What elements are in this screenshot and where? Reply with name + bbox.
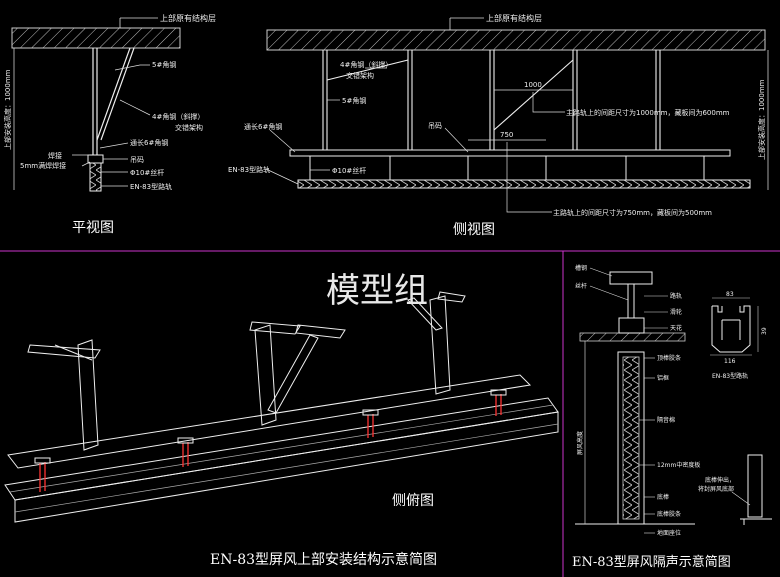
side-note-750: 主路轨上的间距尺寸为750mm，藏板间为500mm xyxy=(553,208,712,217)
profile-dim-83: 83 xyxy=(726,291,734,298)
iso-angle-bar xyxy=(7,374,532,469)
track-profile xyxy=(711,305,751,353)
section-label-height: 屏风高度 xyxy=(576,431,584,455)
side-label-steel-5: 5#角钢 xyxy=(342,96,366,105)
plan-track xyxy=(89,162,102,192)
side-leader-1000 xyxy=(532,92,565,113)
iso-track-groove-1 xyxy=(9,404,554,493)
plan-height-label: 上部安装高度：1000mm xyxy=(3,69,12,150)
section-label-cotton: 隔音棉 xyxy=(657,416,675,424)
section-note-leader xyxy=(731,491,751,506)
plan-hanger xyxy=(87,154,104,164)
side-note-1000: 主路轨上的间距尺寸为1000mm，藏板间为600mm xyxy=(566,108,730,117)
iso-watermark: 模型组 xyxy=(326,271,428,311)
section-label-rod: 丝杆 xyxy=(575,282,587,290)
side-view: 上部原有结构层 上部安装高度：1000mm 1000 xyxy=(228,13,769,238)
iso-track-groove-2 xyxy=(14,423,559,513)
side-leader-750 xyxy=(506,142,552,213)
side-ceiling-slab xyxy=(266,29,766,51)
side-dim-750: 750 xyxy=(500,131,513,139)
side-height-label: 上部安装高度：1000mm xyxy=(757,79,766,160)
section-label-cap: 天花 xyxy=(670,324,682,332)
plan-leader-5 xyxy=(114,64,150,71)
side-posts xyxy=(322,50,661,150)
side-label-track: EN-83型路轨 xyxy=(228,165,270,174)
plan-top-label: 上部原有结构层 xyxy=(160,13,216,23)
plan-view-title: 平视图 xyxy=(72,220,114,236)
iso-view-title: 侧俯图 xyxy=(392,493,434,509)
side-label-hanger: 吊码 xyxy=(428,122,442,130)
section-bottom-detail xyxy=(740,454,772,525)
section-label-frame: 铝框 xyxy=(657,374,669,382)
side-top-label: 上部原有结构层 xyxy=(486,13,542,23)
iso-view: 模型组 侧俯图 EN-83型屏风上部安装结构示意简图 xyxy=(4,271,559,568)
iso-caption: EN-83型屏风上部安装结构示意简图 xyxy=(210,551,437,568)
side-label-steel-6: 通长6#角钢 xyxy=(244,122,282,131)
section-right-leaders xyxy=(639,295,668,534)
side-leader-track xyxy=(265,168,299,185)
plan-leader-4 xyxy=(119,99,151,116)
section-label-steel: 槽钢 xyxy=(575,264,587,272)
plan-view: 上部原有结构层 上部安装高度：1000mm 5#角钢 4#角钢（斜撑） 交错架构… xyxy=(3,13,216,236)
side-label-steel-4b: 交错架构 xyxy=(346,71,374,80)
plan-label-steel-4b: 交错架构 xyxy=(175,123,203,132)
iso-posts xyxy=(27,291,466,451)
side-track xyxy=(297,179,751,189)
section-leader-steel xyxy=(589,267,613,277)
side-dim-1000: 1000 xyxy=(524,81,542,89)
section-track xyxy=(618,317,645,334)
plan-label-steel-4a: 4#角钢（斜撑） xyxy=(152,112,204,121)
profile-dim-39: 39 xyxy=(761,327,768,335)
side-label-steel-4a: 4#角钢（斜撑） xyxy=(340,60,392,69)
plan-label-hanger: 吊码 xyxy=(130,156,144,164)
side-leader-6 xyxy=(269,129,296,153)
side-main-angle xyxy=(289,149,731,157)
iso-red-hangers xyxy=(39,394,502,492)
section-label-track: 路轨 xyxy=(670,292,682,300)
plan-label-steel-5: 5#角钢 xyxy=(152,60,176,69)
profile-track-name: EN-83型路轨 xyxy=(712,372,748,380)
section-caption: EN-83型屏风隔声示意简图 xyxy=(572,554,731,570)
plan-label-track: EN-83型路轨 xyxy=(130,182,172,191)
section-view: 屏风高度 槽钢 丝杆 路轨 滑轮 天花 顶棒胶条 铝框 隔音棉 12mm中密度板… xyxy=(572,264,772,570)
section-label-wheel: 滑轮 xyxy=(670,308,682,316)
section-channel-steel xyxy=(609,271,653,285)
section-label-seal-bottom: 底棒胶条 xyxy=(657,510,681,518)
side-rods xyxy=(309,156,705,180)
plan-leader-6 xyxy=(99,142,129,149)
plan-leader-weld5 xyxy=(81,161,91,167)
section-note-2: 将封屏风底部 xyxy=(698,485,734,493)
side-leader-hanger xyxy=(444,127,469,153)
plan-diagonal-brace-2 xyxy=(100,47,135,141)
section-note-1: 底棒伸出， xyxy=(705,476,735,484)
plan-label-weld: 焊接 xyxy=(48,151,62,160)
plan-label-weld-5: 5mm满焊焊接 xyxy=(20,161,66,170)
profile-dim-116: 116 xyxy=(724,358,736,365)
iso-track-body xyxy=(14,411,559,523)
section-label-board: 12mm中密度板 xyxy=(657,461,700,469)
plan-diagonal-brace xyxy=(96,47,131,141)
plan-ceiling-slab xyxy=(11,27,181,49)
iso-hanger-caps xyxy=(34,389,507,464)
side-label-rod: Φ10#丝杆 xyxy=(332,166,366,175)
section-leader-rod xyxy=(589,285,629,301)
section-panel-inner xyxy=(622,356,640,520)
section-label-seal-top: 顶棒胶条 xyxy=(657,354,681,362)
section-label-floor: 地面座位 xyxy=(657,529,681,537)
plan-label-steel-6: 通长6#角钢 xyxy=(130,138,168,147)
side-view-title: 侧视图 xyxy=(453,222,495,238)
section-label-bar: 底棒 xyxy=(657,493,669,501)
section-ceiling xyxy=(579,332,686,342)
plan-label-rod: Φ10#丝杆 xyxy=(130,168,164,177)
